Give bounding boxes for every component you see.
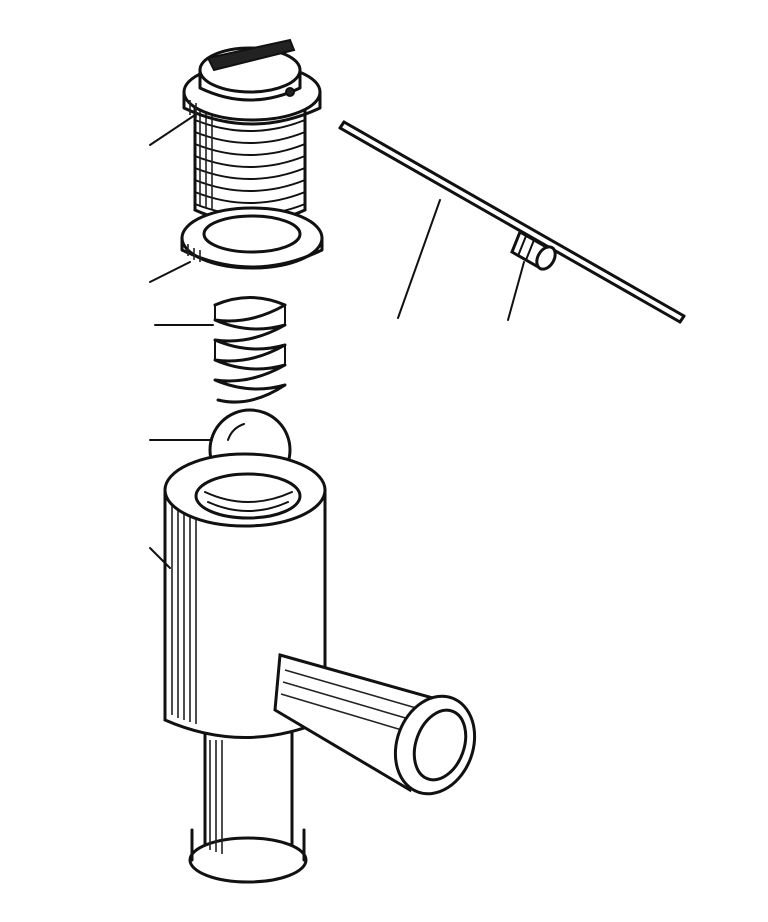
tee-body <box>163 452 477 884</box>
spring <box>213 296 287 404</box>
leader-washer <box>149 261 191 283</box>
rod-collar <box>510 229 557 271</box>
leader-tee-body <box>149 547 171 569</box>
leader-plug-screw <box>149 114 196 146</box>
rod <box>338 120 686 324</box>
leader-lines <box>149 114 525 569</box>
leader-rod <box>397 199 441 319</box>
leader-rod-collar <box>507 261 525 321</box>
washer <box>180 206 324 270</box>
plug-screw <box>182 38 322 224</box>
